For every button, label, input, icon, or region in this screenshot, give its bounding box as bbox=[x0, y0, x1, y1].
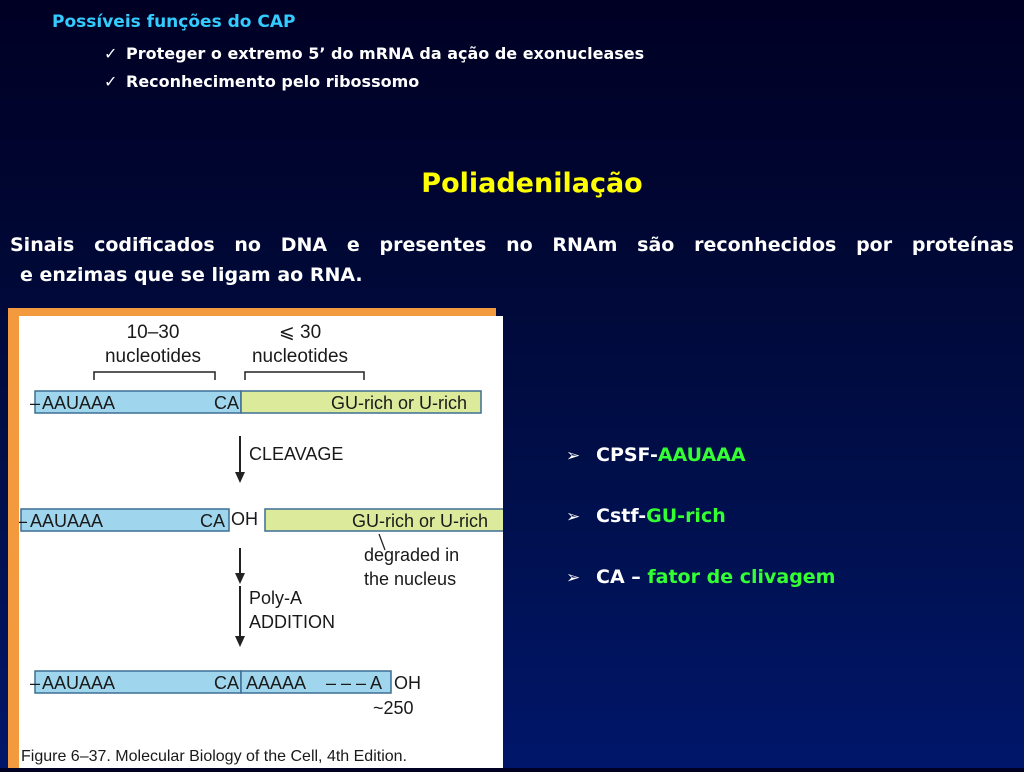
rna-bar-green bbox=[240, 390, 482, 414]
bullet-highlight: GU-rich bbox=[646, 505, 726, 527]
poly-a-tail-bar bbox=[240, 670, 392, 694]
gu-rich-label: GU-rich or U-rich bbox=[331, 393, 467, 413]
cap-function-item: ✓ Reconhecimento pelo ribossomo bbox=[104, 72, 419, 91]
poly-a-label: Poly-A bbox=[249, 588, 302, 608]
gu-rich-label: GU-rich or U-rich bbox=[352, 511, 488, 531]
addition-label: ADDITION bbox=[249, 612, 335, 632]
label-nucleotides-left: nucleotides bbox=[105, 346, 201, 367]
oh-label: OH bbox=[231, 509, 258, 529]
bullet-prefix: CPSF- bbox=[596, 444, 658, 466]
arrow-bullet-icon: ➢ bbox=[566, 507, 581, 527]
arrow-down-icon bbox=[235, 573, 245, 584]
figure-diagram: 10–30 nucleotides ⩽ 30 nucleotides – AAU… bbox=[17, 322, 506, 765]
ca-label: CA bbox=[214, 393, 239, 413]
rna-bar-blue bbox=[20, 508, 230, 532]
signal-label: AAUAAA bbox=[42, 393, 115, 413]
bracket-right bbox=[244, 371, 365, 380]
bullet-highlight: AAUAAA bbox=[657, 444, 746, 466]
pointer-line bbox=[378, 533, 386, 551]
dash-label: – bbox=[19, 511, 27, 531]
bracket-left bbox=[93, 371, 216, 380]
bullet-item-cstf: ➢ Cstf-GU-rich bbox=[566, 505, 726, 527]
bullet-prefix: CA – bbox=[596, 566, 648, 588]
cap-function-item: ✓ Proteger o extremo 5’ do mRNA da ação d… bbox=[104, 44, 644, 63]
intro-paragraph: Sinais codificados no DNA e presentes no… bbox=[10, 230, 1014, 290]
arrow-bullet-icon: ➢ bbox=[566, 446, 581, 466]
ca-label: CA bbox=[200, 511, 225, 531]
dash-label: – bbox=[30, 673, 40, 693]
section-title: Poliadenilação bbox=[421, 168, 643, 199]
bullet-item-cpsf: ➢ CPSF-AAUAAA bbox=[566, 444, 746, 466]
ca-label: CA bbox=[214, 673, 239, 693]
label-nucleotides-right: nucleotides bbox=[252, 346, 348, 367]
arrow-down-icon bbox=[235, 636, 245, 647]
bullet-prefix: Cstf- bbox=[596, 505, 647, 527]
bullet-item-ca: ➢ CA – fator de clivagem bbox=[566, 566, 835, 588]
oh-label: OH bbox=[394, 673, 421, 693]
signal-label: AAUAAA bbox=[30, 511, 103, 531]
cap-function-text: Proteger o extremo 5’ do mRNA da ação de… bbox=[126, 44, 645, 63]
tail-length-label: ~250 bbox=[373, 698, 414, 718]
dash-label: – bbox=[30, 393, 40, 413]
checkmark-icon: ✓ bbox=[104, 72, 118, 91]
poly-a-dashes-label: – – – A bbox=[326, 673, 382, 693]
arrow-down-icon bbox=[235, 472, 245, 483]
degraded-label: degraded in bbox=[364, 545, 459, 565]
figure-caption: Figure 6–37. Molecular Biology of the Ce… bbox=[21, 748, 407, 765]
label-le-30: ⩽ 30 bbox=[279, 322, 321, 343]
poly-a-tail-label: AAAAA bbox=[246, 673, 306, 693]
label-10-30: 10–30 bbox=[127, 322, 180, 343]
intro-line: e enzimas que se ligam ao RNA. bbox=[20, 264, 363, 286]
checkmark-icon: ✓ bbox=[104, 44, 118, 63]
polyadenylation-figure: 10–30 nucleotides ⩽ 30 nucleotides – AAU… bbox=[17, 316, 506, 768]
intro-line: Sinais codificados no DNA e presentes no… bbox=[10, 234, 1014, 256]
cap-function-text: Reconhecimento pelo ribossomo bbox=[126, 72, 420, 91]
degraded-label: the nucleus bbox=[364, 569, 456, 589]
cleavage-label: CLEAVAGE bbox=[249, 444, 343, 464]
arrow-bullet-icon: ➢ bbox=[566, 568, 581, 588]
cap-functions-title: Possíveis funções do CAP bbox=[52, 12, 296, 32]
bullet-highlight: fator de clivagem bbox=[647, 566, 836, 588]
signal-label: AAUAAA bbox=[42, 673, 115, 693]
